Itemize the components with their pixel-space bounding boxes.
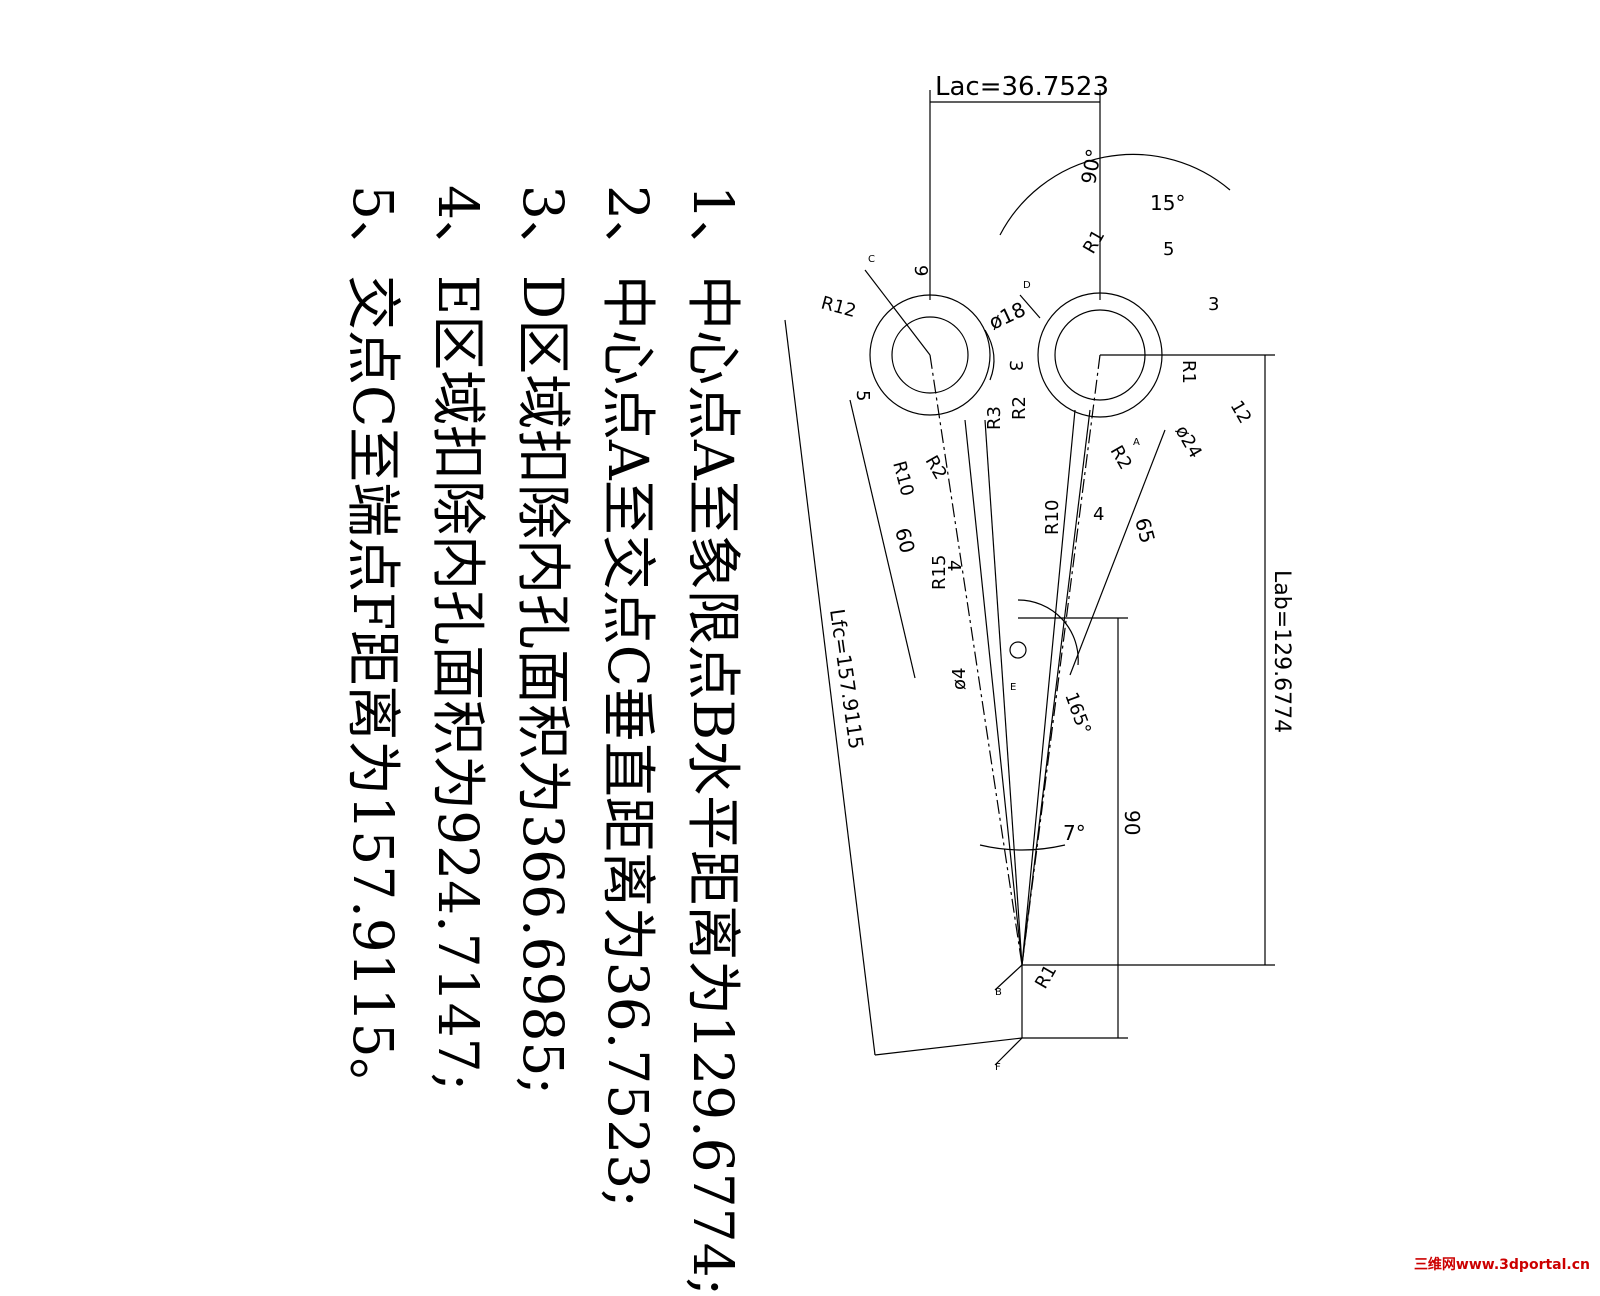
point-c: C — [868, 254, 875, 265]
dim-3-mid: 3 — [1005, 360, 1026, 371]
dim-5-left: 5 — [852, 390, 873, 401]
dim-lfc-line — [784, 319, 876, 1056]
arm-left-2 — [984, 419, 1023, 966]
dim-r2-mid: R2 — [1009, 396, 1030, 420]
dim-r10-mid: R10 — [1042, 500, 1063, 535]
dim-lfc-ext — [874, 1037, 1023, 1056]
dim-r3: R3 — [984, 406, 1005, 430]
hole-e — [1009, 641, 1027, 659]
dim-7-angle: 7° — [1063, 821, 1086, 845]
dim-60-line — [849, 399, 916, 679]
note-2: 2、中心点A至交点C垂直距离为36.7523; — [596, 185, 660, 1208]
dim-90-angle: 90° — [1076, 147, 1106, 186]
note-4: 4、E区域扣除内孔面积为924.7147; — [426, 185, 490, 1092]
dim-90: 90 — [1120, 810, 1144, 835]
dim-65-line — [1069, 429, 1166, 676]
leader-b — [994, 964, 1023, 991]
dim-4-left: 4 — [943, 560, 964, 571]
centerline-c — [929, 354, 1023, 966]
dim-r1-mid: R1 — [1178, 360, 1199, 384]
dim-5-top: 5 — [1163, 239, 1174, 260]
dim-4-right: 4 — [1093, 504, 1104, 525]
point-b: B — [995, 987, 1002, 998]
dim-phi24: ø24 — [1171, 422, 1206, 462]
arm-right-2 — [1021, 409, 1091, 966]
watermark: 三维网www.3dportal.cn — [1413, 1257, 1590, 1273]
dim-phi4: ø4 — [949, 668, 970, 690]
bottom-arc — [1017, 599, 1079, 666]
note-1: 1、中心点A至象限点B水平距离为129.6774; — [681, 185, 745, 1296]
dim-lac: Lac=36.7523 — [935, 72, 1109, 102]
dim-r15: R15 — [929, 555, 950, 590]
leader-d — [1019, 294, 1041, 319]
dim-7-arc — [979, 844, 1066, 851]
note-5: 5、交点C至端点F距离为157.9115。 — [341, 185, 405, 1113]
dim-lfc: Lfc=157.9115 — [825, 607, 868, 750]
point-e: E — [1010, 682, 1016, 693]
leader-c — [864, 269, 931, 356]
dim-12: 12 — [1226, 397, 1256, 427]
arm-right-1 — [1021, 409, 1076, 966]
point-a: A — [1133, 437, 1140, 448]
dim-lab: Lab=129.6774 — [1269, 570, 1294, 733]
leader-f — [994, 1037, 1023, 1066]
arm-left-1 — [964, 419, 1023, 966]
dim-15-angle: 15° — [1150, 191, 1185, 215]
top-arc — [999, 153, 1231, 236]
dim-165-angle: 165° — [1060, 690, 1095, 738]
note-3: 3、D区域扣除内孔面积为366.6985; — [511, 185, 575, 1096]
dim-9: 9 — [910, 265, 931, 276]
dim-3-top: 3 — [1208, 294, 1219, 315]
centerline-a — [1021, 354, 1101, 966]
notes: 1、中心点A至象限点B水平距离为129.6774; 2、中心点A至交点C垂直距离… — [330, 185, 755, 1296]
point-d: D — [1023, 280, 1031, 291]
connector — [984, 329, 995, 381]
notes-block: 1、中心点A至象限点B水平距离为129.6774; 2、中心点A至交点C垂直距离… — [335, 185, 1145, 1296]
dim-r1-bottom: R1 — [1031, 961, 1061, 992]
point-f: F — [995, 1062, 1001, 1073]
left-boss-inner — [891, 316, 969, 394]
